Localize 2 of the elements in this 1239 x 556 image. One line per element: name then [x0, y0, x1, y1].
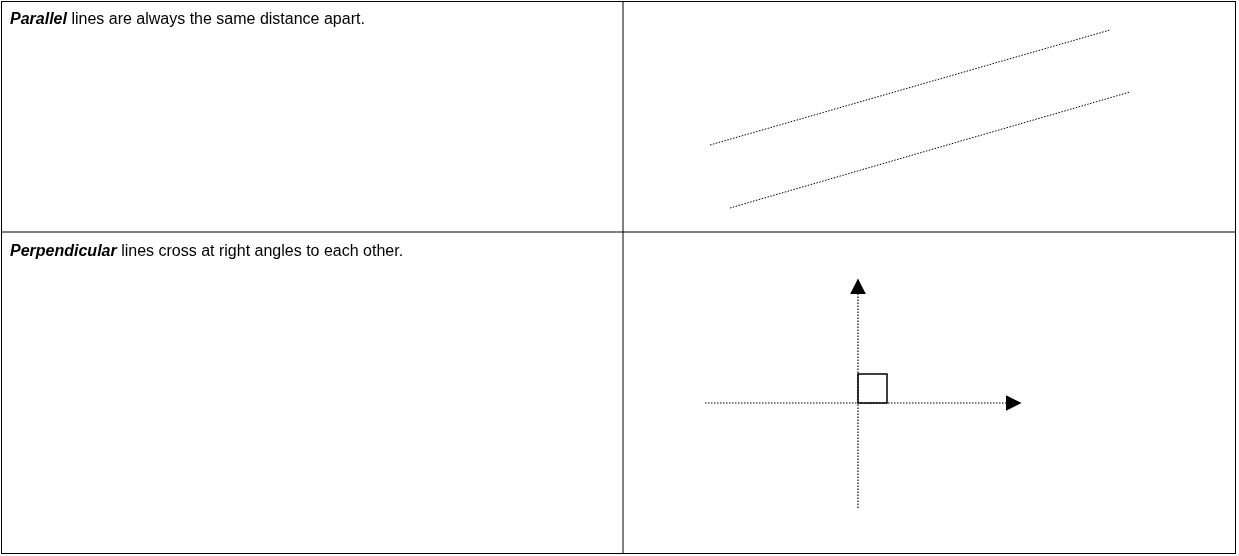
definition-text: Parallel lines are always the same distance apart. — [10, 9, 366, 29]
definition-text: Perpendicular lines cross at right angles to each other. — [10, 241, 405, 261]
